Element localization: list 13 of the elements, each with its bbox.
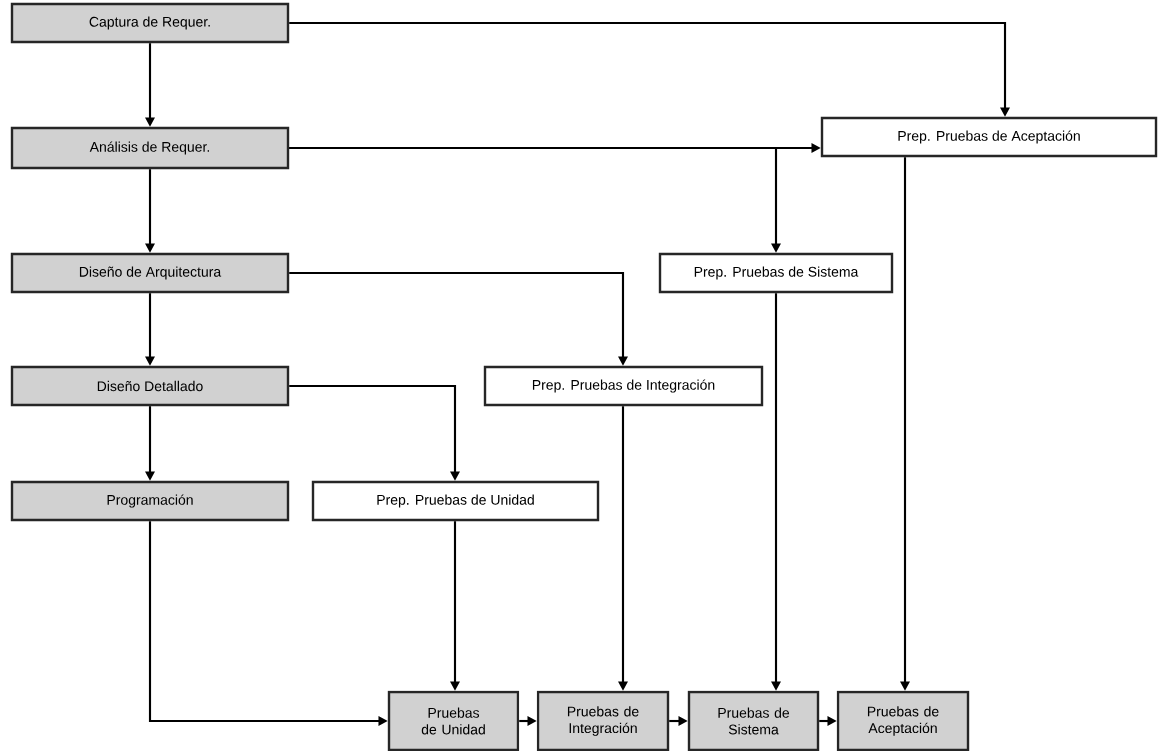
process-box: Diseño de Arquitectura (10, 252, 290, 294)
process-box: Análisis de Requer. (10, 126, 290, 170)
process-box: Pruebas de Unidad (387, 690, 520, 751)
process-box: Pruebas de Sistema (687, 690, 820, 751)
process-box: Programación (10, 480, 290, 522)
process-box: Prep. Pruebas de Integración (483, 365, 764, 407)
process-box: Pruebas de Integración (536, 690, 670, 751)
process-box: Prep. Pruebas de Unidad (311, 480, 600, 522)
process-box: Diseño Detallado (10, 365, 290, 407)
process-box: Prep. Pruebas de Aceptación (820, 116, 1158, 158)
process-box: Captura de Requer. (10, 2, 290, 44)
process-box: Pruebas de Aceptación (836, 690, 970, 751)
process-box: Prep. Pruebas de Sistema (658, 252, 894, 294)
